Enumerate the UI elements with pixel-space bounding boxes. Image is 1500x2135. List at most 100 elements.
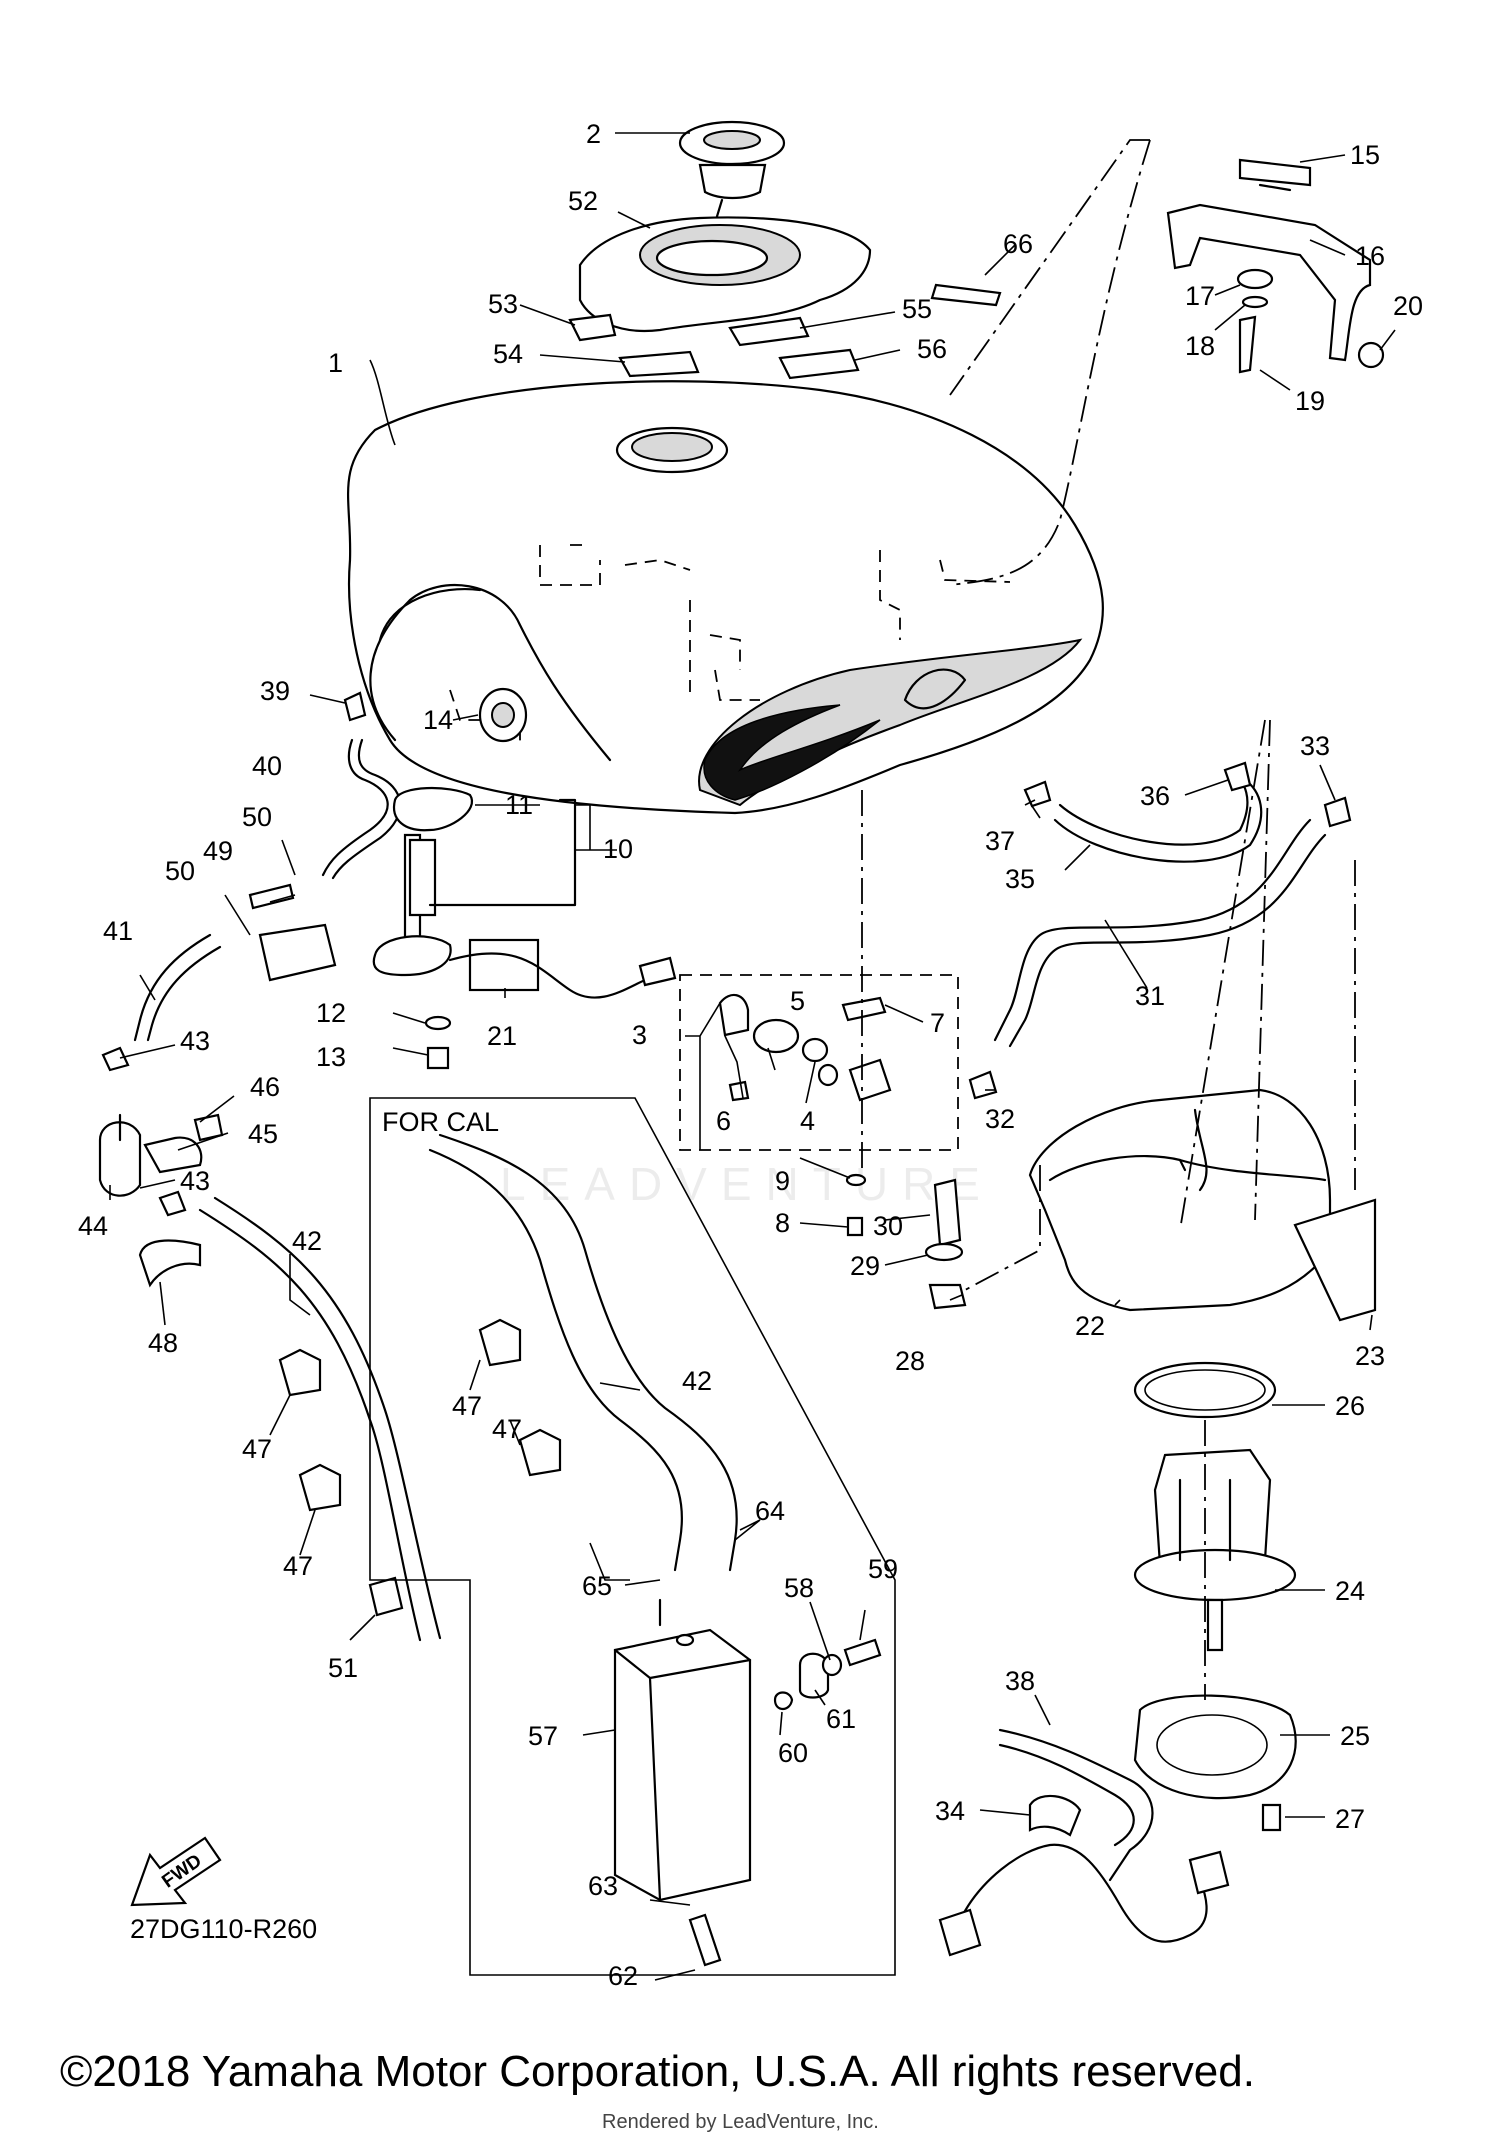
callout-28: 28 — [895, 1346, 925, 1376]
callout-44: 44 — [78, 1211, 108, 1241]
washer-9 — [845, 1173, 867, 1187]
clip-39 — [343, 691, 367, 722]
nut-28 — [928, 1283, 967, 1310]
callout-22: 22 — [1075, 1311, 1105, 1341]
watermark: LEADVENTURE — [500, 1158, 994, 1210]
connector-38a — [938, 1908, 982, 1957]
callout-4: 4 — [800, 1106, 815, 1136]
for-cal-box — [369, 1097, 896, 1976]
fuel-sender — [258, 787, 677, 1070]
hose-38 — [998, 1728, 1154, 1882]
callout-32: 32 — [985, 1104, 1015, 1134]
bolt-59 — [843, 1638, 882, 1667]
callout-11: 11 — [505, 790, 533, 820]
callout-2: 2 — [586, 119, 601, 149]
washer-58 — [821, 1653, 843, 1677]
callout-47-d: 47 — [492, 1414, 522, 1444]
callout-6: 6 — [716, 1106, 731, 1136]
screw-8 — [846, 1216, 864, 1237]
clamp-48 — [138, 1239, 202, 1288]
callout-16: 16 — [1355, 241, 1385, 271]
decal-55 — [728, 316, 810, 347]
callout-63: 63 — [588, 1871, 618, 1901]
pump-plate-25 — [1133, 1694, 1297, 1800]
diagram-code: 27DG110-R260 — [130, 1914, 317, 1944]
callout-10: 10 — [603, 834, 633, 864]
callout-15: 15 — [1350, 140, 1380, 170]
filter-44 — [98, 1121, 142, 1197]
callout-47-c: 47 — [452, 1391, 482, 1421]
decal-66 — [930, 283, 1002, 307]
callout-56: 56 — [917, 334, 947, 364]
callout-50-b: 50 — [165, 856, 195, 886]
callout-19: 19 — [1295, 386, 1325, 416]
decal-53 — [568, 313, 617, 342]
callout-39: 39 — [260, 676, 290, 706]
callout-43-bottom: 43 — [180, 1166, 210, 1196]
callout-38: 38 — [1005, 1666, 1035, 1696]
callout-12: 12 — [316, 998, 346, 1028]
callout-35: 35 — [1005, 864, 1035, 894]
callout-18: 18 — [1185, 331, 1215, 361]
hose-62 — [688, 1913, 722, 1967]
callout-26: 26 — [1335, 1391, 1365, 1421]
clamp-47a — [278, 1348, 322, 1397]
callout-31: 31 — [1135, 981, 1165, 1011]
clamp-43b — [158, 1190, 187, 1217]
clamp-47d — [518, 1428, 562, 1477]
callout-36: 36 — [1140, 781, 1170, 811]
fuel-pump-24 — [1133, 1448, 1297, 1652]
bracket-22 — [1028, 1088, 1332, 1312]
clamp-34 — [1028, 1794, 1082, 1837]
callout-54: 54 — [493, 339, 523, 369]
callout-8: 8 — [775, 1208, 790, 1238]
pad-23 — [1293, 1198, 1377, 1322]
callout-52: 52 — [568, 186, 598, 216]
decal-54 — [618, 350, 700, 378]
callout-57: 57 — [528, 1721, 558, 1751]
fuel-cock — [718, 993, 892, 1102]
callout-37: 37 — [985, 826, 1015, 856]
callout-34: 34 — [935, 1796, 965, 1826]
callout-5: 5 — [790, 986, 805, 1016]
callout-42-cal: 42 — [682, 1366, 712, 1396]
washer-60 — [773, 1691, 794, 1711]
callout-13: 13 — [316, 1042, 346, 1072]
callout-33: 33 — [1300, 731, 1330, 761]
callout-23: 23 — [1355, 1341, 1385, 1371]
callout-29: 29 — [850, 1251, 880, 1281]
callout-20: 20 — [1393, 291, 1423, 321]
fuel-tank — [346, 380, 1104, 815]
collar-61 — [798, 1652, 830, 1699]
decal-56 — [778, 348, 860, 380]
o-ring-26 — [1133, 1361, 1277, 1419]
callout-46: 46 — [250, 1072, 280, 1102]
callout-53: 53 — [488, 289, 518, 319]
hose-42-cal — [428, 1148, 683, 1572]
callout-14: 14 — [423, 705, 453, 735]
harness-38 — [958, 1843, 1208, 1943]
callout-43-top: 43 — [180, 1026, 210, 1056]
callout-66: 66 — [1003, 229, 1033, 259]
clamp-43a — [101, 1046, 130, 1072]
hose-41 — [133, 933, 212, 1042]
callout-21: 21 — [487, 1021, 517, 1051]
for-cal-label: FOR CAL — [382, 1107, 499, 1137]
clamp-36 — [1223, 761, 1252, 792]
callout-60: 60 — [778, 1738, 808, 1768]
hose-40 — [321, 738, 389, 877]
callout-17: 17 — [1185, 281, 1215, 311]
hose-31 — [993, 818, 1312, 1042]
washer-29 — [924, 1242, 964, 1262]
clamp-32 — [968, 1070, 998, 1100]
rendered-by-text: Rendered by LeadVenture, Inc. — [602, 2111, 879, 2133]
callout-65: 65 — [582, 1571, 612, 1601]
connector-49 — [248, 883, 295, 910]
callouts: 1 2 3 4 5 6 7 8 9 10 11 12 13 14 15 16 1… — [78, 119, 1423, 1991]
callout-47-b: 47 — [283, 1551, 313, 1581]
callout-9: 9 — [775, 1166, 790, 1196]
callout-42-left: 42 — [292, 1226, 322, 1256]
callout-3: 3 — [632, 1020, 647, 1050]
clamp-33 — [1323, 796, 1352, 828]
clamp-47b — [298, 1463, 342, 1512]
